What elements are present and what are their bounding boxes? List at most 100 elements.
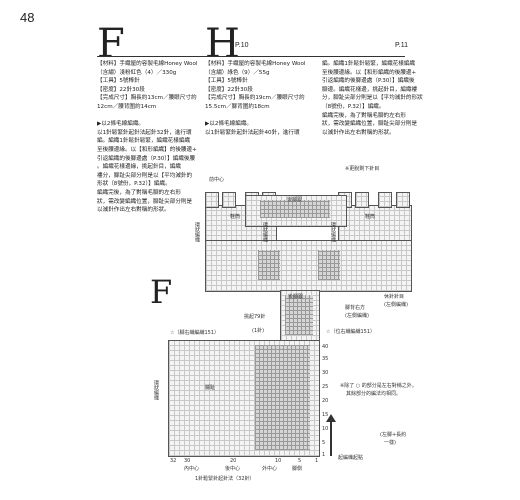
label-bottom-c: 外中心	[262, 466, 278, 472]
label-side-left: 環狀編織	[194, 222, 200, 242]
instruction-line: 【完成尺寸】胸長約13cm／腰眼尺寸約	[97, 95, 197, 102]
instruction-line: ▶以2條毛線編織。	[97, 121, 145, 128]
label-r-right4: (左腳+長約	[380, 432, 407, 438]
tick-label: 10	[275, 458, 282, 464]
label-note: ※除了 ○ 的部分是左右對稱之外，	[340, 383, 417, 389]
instruction-line: 【材料】手織屋的容製毛線Honey Wool	[97, 61, 198, 67]
instruction-line: 以1針鬆緊針起針法起針40針，進行環	[205, 129, 300, 136]
instruction-line: ▶以2條毛線編織。	[205, 121, 253, 128]
label-bottom-a: 內中心	[184, 466, 200, 472]
instruction-line: 形狀（8號份，P.32）】編織。	[97, 181, 171, 188]
instruction-line: 引返編織的後腳邊處（P.30）】編織後	[322, 78, 415, 85]
instruction-line: （含繡）淺粉紅色（4）／330g	[97, 69, 177, 76]
label-body-main: 腳趾	[205, 385, 216, 391]
instruction-line: 【工具】5號棒針	[205, 78, 248, 85]
label-note-left: ☆（腳右織編織151）	[170, 330, 220, 336]
tick-label: 20	[230, 458, 237, 464]
heel-step-left	[258, 250, 280, 280]
instruction-line: （8號份，P.32）】編織。	[322, 103, 385, 110]
cuff-tab	[396, 192, 410, 208]
instruction-line: 狀，需改變編織位置，腳趾尖部分則是	[97, 198, 193, 205]
instruction-line: （含繡）綠色（9）／55g	[205, 69, 270, 76]
label-note-right: ☆（位右織編織151）	[326, 329, 376, 335]
diagram-letter-f: F	[150, 273, 173, 311]
section-letter-f: F	[97, 21, 125, 67]
section-divider-left	[97, 56, 247, 57]
instructions-left: 【材料】手織屋的容製毛線Honey Wool （含繡）淺粉紅色（4）／330g 【工…	[97, 60, 197, 215]
tick-label: 10	[322, 426, 329, 432]
tick-label: 30	[322, 370, 329, 376]
page-number: 48	[20, 10, 35, 25]
row-axis: 1 5 10 15 20 25 30 35 40	[322, 340, 336, 458]
label-side-r3: (左側編織)	[345, 313, 369, 319]
page-reference-right: P.11	[395, 42, 408, 49]
label-front-center: 前中心	[209, 177, 225, 183]
heel-shaded	[260, 200, 330, 218]
label-bottom-d: 腳側	[292, 466, 303, 472]
label-note2: 其餘部分的編法均相同。	[346, 391, 402, 397]
label-top-right: ※更脫剩下針目	[345, 166, 380, 172]
label-bottom-b: 後中心	[225, 466, 241, 472]
tick-label: 5	[322, 440, 326, 446]
instruction-line: 腳邊。編織花樣邊，挑起針目，編織褸	[322, 86, 418, 93]
instruction-line: 至後腰邊緣。以【和形編織的後腰邊+	[322, 69, 417, 76]
instruction-line: 【密度】22針30段	[97, 86, 145, 93]
instruction-line: 【工具】5號棒針	[97, 78, 140, 85]
tick-label: 15	[322, 412, 329, 418]
label-pick: 挑起79針	[244, 314, 266, 320]
foot-chart-shaded	[255, 345, 310, 450]
arrow-up-icon	[330, 420, 332, 456]
label-r-right3: (左側編織)	[384, 302, 408, 308]
arrow-head-icon	[326, 414, 336, 422]
instruction-line: 分，腳趾尖部分則是以【平均減針的形狀	[322, 95, 423, 102]
ankle-shaded	[285, 295, 313, 335]
section-divider-right	[205, 56, 405, 57]
tick-label: 35	[322, 356, 329, 362]
foot-strip	[205, 240, 412, 292]
page-reference-left: P.10	[235, 42, 249, 49]
instruction-line: 狀，需改變編織位置，腳趾尖部分則是	[322, 121, 418, 128]
label-row: (1針)	[252, 328, 265, 334]
instruction-line: 以1針鬆緊針起針法起針32針，進行環	[97, 129, 192, 136]
label-side-mid: 環狀編織	[262, 222, 268, 242]
cuff-tab	[222, 192, 236, 208]
cuff-tab	[205, 192, 219, 208]
instruction-line: 15.5cm／腳背圍約18cm	[205, 103, 270, 110]
heel-step-right	[318, 250, 340, 280]
label-bottom-main: 1針鬆緊針起針法（32針）	[195, 476, 255, 482]
label-body-a: 鞋筒	[230, 214, 241, 220]
tick-label: 1	[315, 458, 319, 464]
instruction-line: 編織完後，為了對稱毛腳的左右形	[97, 189, 181, 196]
label-r-right2: 休針針目	[384, 294, 405, 300]
tick-label: 30	[184, 458, 191, 464]
instruction-line: 12cm／腰背圍約14cm	[97, 103, 157, 110]
instruction-line: 【材料】手織屋的容製毛線Honey Wool	[205, 61, 306, 67]
label-side-main: 環狀編織	[153, 380, 159, 400]
tick-label: 5	[298, 458, 302, 464]
instruction-line: 編。編織1針鬆針鬆緊，編織花樣編織	[322, 61, 416, 67]
label-back-heel: 後腳跟	[287, 197, 303, 203]
section-letter-h: H	[205, 21, 240, 67]
tick-label: 1	[322, 452, 326, 458]
label-side-r2: 腳背右方	[345, 305, 366, 311]
tick-label: 32	[170, 458, 177, 464]
label-body-b: 鞋筒	[365, 214, 376, 220]
instruction-line: 褸分，腳趾尖部分則是以【平均減針的	[97, 172, 193, 179]
tick-label: 25	[322, 384, 329, 390]
instruction-line: 以減針作出左右對稱的形狀。	[97, 207, 170, 214]
instruction-line: 【密度】22針30段	[205, 86, 253, 93]
label-right-k: 起編織起點	[338, 455, 364, 461]
instruction-line: 編織完後，為了對稱毛腳的左右形	[322, 112, 406, 119]
label-r-right5: 一樣)	[384, 440, 396, 446]
cuff-tab	[378, 192, 392, 208]
tick-label: 40	[322, 344, 329, 350]
instruction-line: 至後腰邊緣。以【和形編織】的後腰邊+	[97, 146, 197, 153]
label-side-mid2: 環狀編織	[330, 222, 336, 242]
cuff-tab	[355, 192, 369, 208]
instruction-line: 以減針作出左右對稱的形狀。	[322, 129, 395, 136]
instruction-line: 編。編織1針鬆針鬆緊，編織花樣編織	[97, 138, 191, 145]
instruction-line: 。編織花樣邊緣，挑起針目，編織	[97, 164, 181, 171]
instructions-right-a: 【材料】手織屋的容製毛線Honey Wool （含繡）綠色（9）／55g 【工具】5…	[205, 60, 305, 137]
instruction-line: 【完成尺寸】胸長約19cm／腰眼尺寸約	[205, 95, 305, 102]
